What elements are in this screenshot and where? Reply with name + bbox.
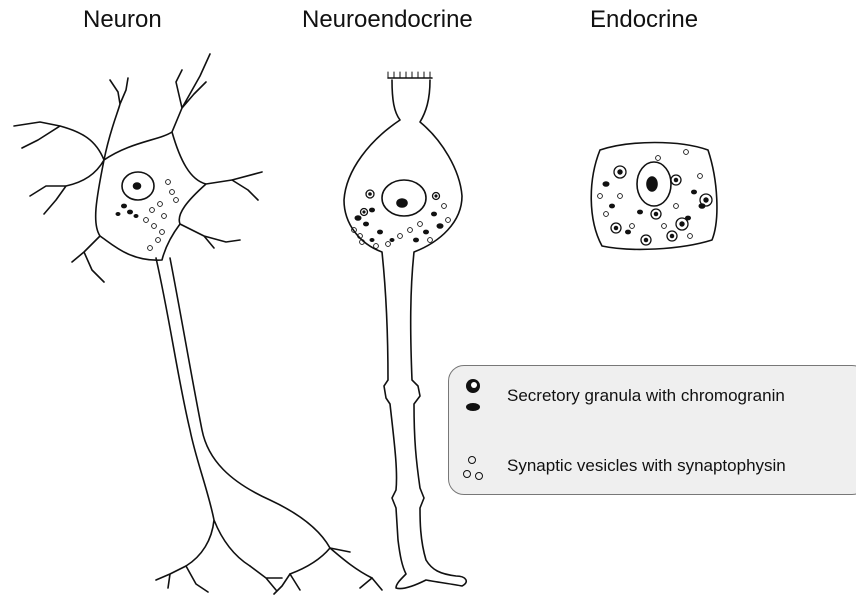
vesicle [662,224,667,229]
granule [413,238,419,243]
vesicle [170,190,175,195]
granule [609,204,615,209]
vesicle [408,228,413,233]
granule [127,210,133,215]
vesicle-icon [464,457,483,480]
granule [363,222,369,227]
granule [603,181,610,187]
neuron-cell [14,54,382,594]
granule-core [644,238,649,243]
granule [437,223,444,229]
granule [390,238,395,242]
granule [369,208,375,213]
granule-core [670,234,675,239]
granule [423,230,429,235]
vesicle [374,244,379,249]
vesicle [386,242,391,247]
vesicle [604,212,609,217]
granule [121,204,127,209]
vesicle [162,214,167,219]
endocrine-body [591,143,717,250]
granule-core [703,197,708,202]
neuroendocrine-nucleus [382,180,426,216]
vesicle [150,208,155,213]
vesicle [156,238,161,243]
neuroendocrine-body [344,78,466,589]
granule [691,190,697,195]
legend-granule-label: Secretory granula with chromogranin [507,386,785,406]
vesicle [656,156,661,161]
granule-core [368,192,372,196]
vesicle [144,218,149,223]
vesicle [442,204,447,209]
vesicle [698,174,703,179]
vesicle [684,150,689,155]
granule [134,214,139,218]
vesicle [160,230,165,235]
vesicle [688,234,693,239]
vesicle [630,224,635,229]
granule [370,238,375,242]
neuron-nucleolus [134,183,141,189]
granule-core [362,210,365,213]
neuroendocrine-cell [344,72,466,589]
vesicle [418,222,423,227]
granule [116,212,121,216]
vesicle [598,194,603,199]
vesicle [166,180,171,185]
vesicle [674,204,679,209]
organelles [116,150,713,251]
granule-core [654,212,659,217]
vesicle [618,194,623,199]
granule [625,230,631,235]
vesicle [398,234,403,239]
granule-icon [466,379,480,411]
granule-core [617,169,622,174]
granule-core [674,178,679,183]
vesicle [148,246,153,251]
vesicle [428,238,433,243]
neuron-soma [14,54,262,282]
legend-vesicle-label: Synaptic vesicles with synaptophysin [507,456,786,476]
granule [355,215,362,221]
vesicle [152,224,157,229]
vesicle [174,198,179,203]
legend-box: Secretory granula with chromogranin Syna… [448,365,856,495]
neuron-axon [156,258,372,578]
legend-icons [457,366,497,496]
granule [637,210,643,215]
vesicle [158,202,163,207]
vesicle [446,218,451,223]
granule-core [434,194,437,197]
granule-core [679,221,684,226]
granule [431,212,437,217]
granule-core [614,226,619,231]
endocrine-cell [591,143,717,250]
granule [377,230,383,235]
